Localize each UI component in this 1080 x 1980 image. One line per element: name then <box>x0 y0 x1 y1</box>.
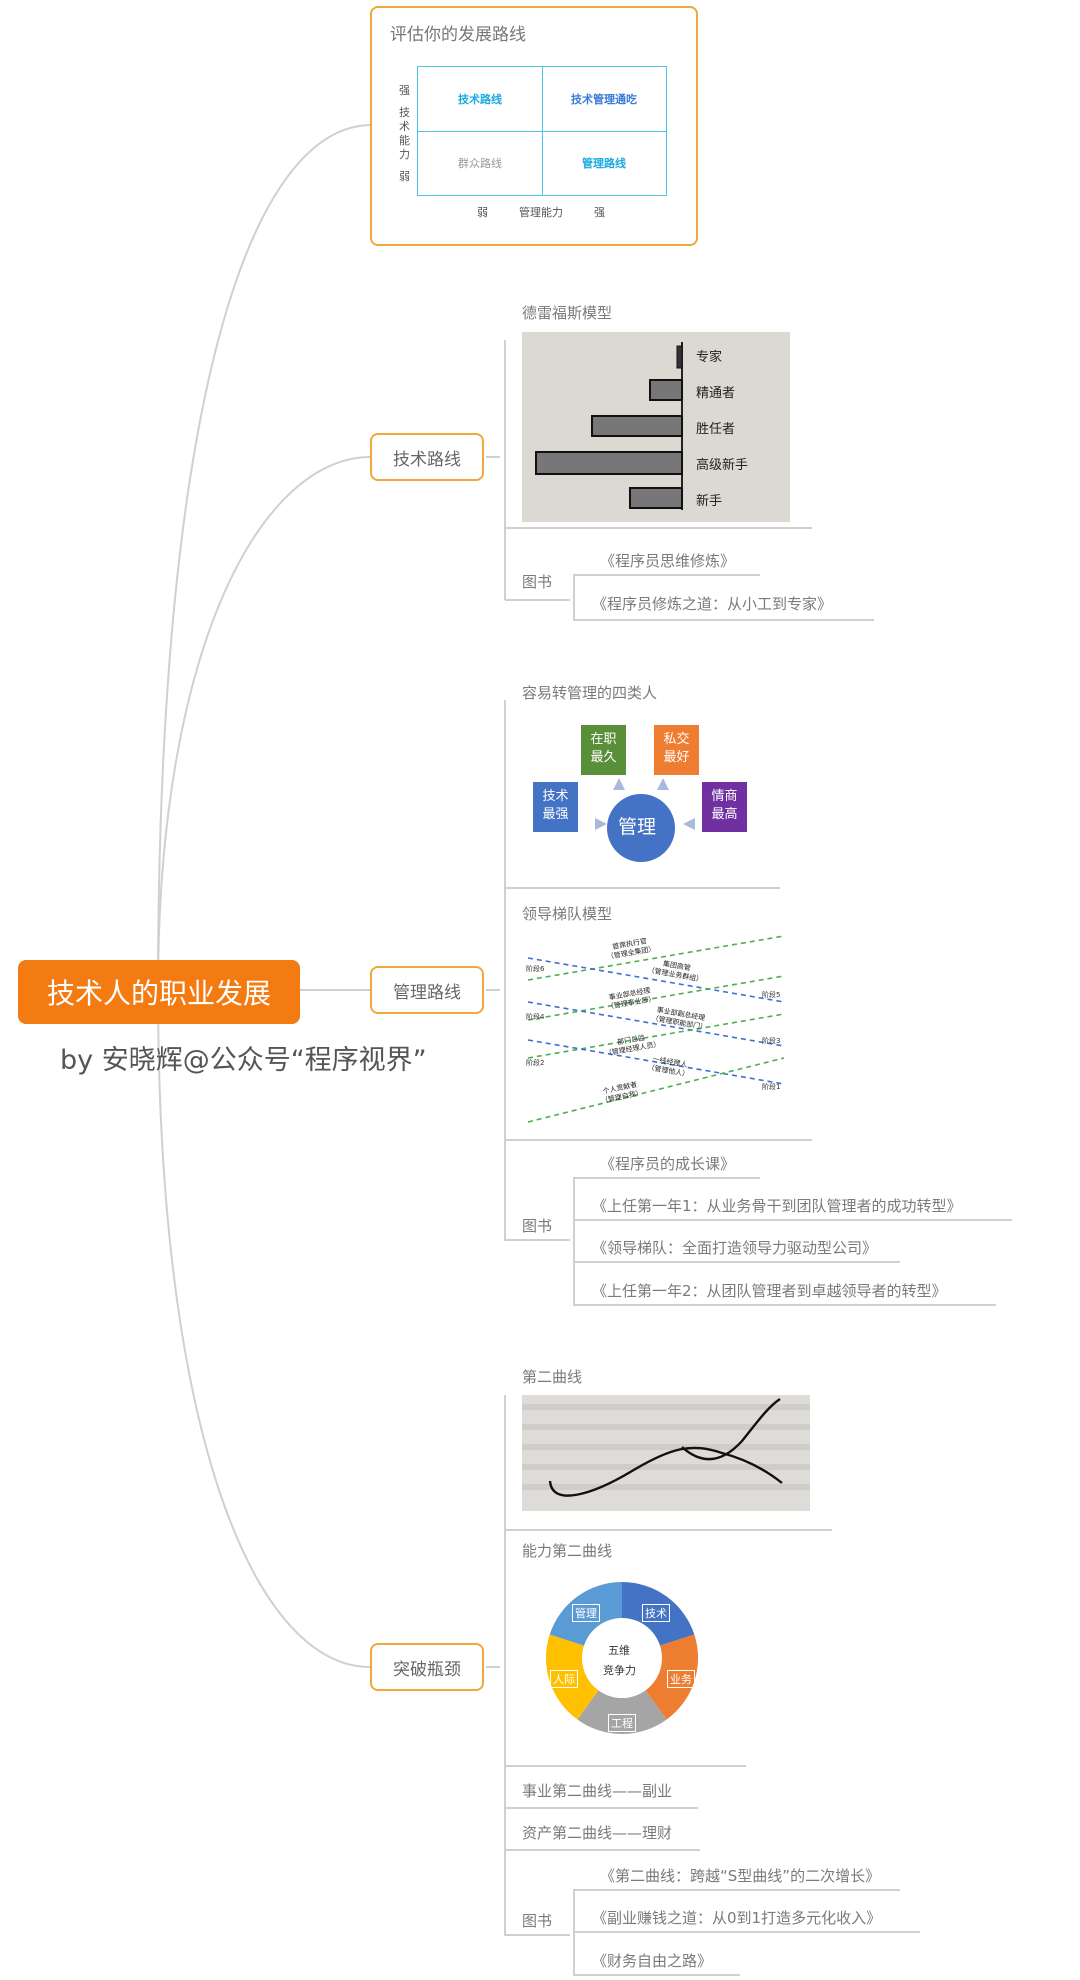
mgmt-book-1[interactable]: 《程序员的成长课》 <box>600 1155 736 1173</box>
quadrant-mass: 群众路线 <box>458 157 502 170</box>
ability-segment-interpersonal: 人际 <box>550 1670 578 1688</box>
dreyfus-level-competent: 胜任者 <box>696 422 736 437</box>
quadrant-tech: 技术路线 <box>458 93 502 106</box>
ability-segment-management: 管理 <box>572 1604 600 1622</box>
quadrant-grid: 技术路线 技术管理通吃 群众路线 管理路线 <box>417 66 667 196</box>
y-axis-label-3: 能 <box>399 134 410 147</box>
tech-books-label[interactable]: 图书 <box>522 573 553 591</box>
quadrant-both: 技术管理通吃 <box>571 93 637 106</box>
four-types-node-tech: 技术最强 <box>533 782 578 832</box>
career-second-curve[interactable]: 事业第二曲线——副业 <box>522 1782 673 1800</box>
mgmt-book-4[interactable]: 《上任第一年2：从团队管理者到卓越领导者的转型》 <box>592 1282 947 1300</box>
pipeline-left-phase-2: 阶段2 <box>526 1059 545 1067</box>
tech-book-1[interactable]: 《程序员思维修炼》 <box>600 552 736 570</box>
four-types-node-eq: 情商最高 <box>702 782 747 832</box>
asset-second-curve[interactable]: 资产第二曲线——理财 <box>522 1824 673 1842</box>
assessment-node[interactable]: 评估你的发展路线 强 技 术 能 力 弱 技术路线 技术管理通吃 群众路线 管理… <box>370 6 698 246</box>
four-types-node-tenure: 在职最久 <box>581 725 626 775</box>
second-curve-photo <box>522 1395 810 1511</box>
four-types-title: 容易转管理的四类人 <box>522 684 658 702</box>
branch-tech-route-label: 技术路线 <box>393 449 461 470</box>
author-byline: by 安晓辉@公众号“程序视界” <box>60 1045 427 1076</box>
mgmt-book-3[interactable]: 《领导梯队：全面打造领导力驱动型公司》 <box>592 1239 878 1257</box>
x-axis-strong: 强 <box>594 206 605 219</box>
connector-root-breakthrough <box>157 989 371 1668</box>
x-axis-weak: 弱 <box>477 206 488 219</box>
branch-breakthrough-label: 突破瓶颈 <box>393 1659 461 1680</box>
connector-root-assessment <box>157 124 371 991</box>
pipeline-right-phase-5: 阶段5 <box>762 991 781 999</box>
y-axis-weak: 弱 <box>399 170 410 183</box>
four-types-diagram <box>595 778 695 862</box>
pipeline-right-phase-3: 阶段3 <box>762 1037 781 1045</box>
breakthrough-book-1[interactable]: 《第二曲线：跨越“S型曲线”的二次增长》 <box>600 1867 881 1885</box>
dreyfus-photo: 专家 精通者 胜任者 高级新手 新手 <box>522 332 790 522</box>
branch-mgmt-route[interactable]: 管理路线 <box>370 966 484 1014</box>
pipeline-diagram <box>527 935 785 1123</box>
dreyfus-level-proficient: 精通者 <box>696 386 736 401</box>
mgmt-books-label[interactable]: 图书 <box>522 1217 553 1235</box>
connector-root-tech <box>157 456 371 991</box>
breakthrough-book-2[interactable]: 《副业赚钱之道：从0到1打造多元化收入》 <box>592 1909 882 1927</box>
branch-breakthrough[interactable]: 突破瓶颈 <box>370 1643 484 1691</box>
four-types-node-relationship: 私交最好 <box>654 725 699 775</box>
four-types-center: 管理 <box>618 816 657 838</box>
branch-mgmt-route-label: 管理路线 <box>393 982 461 1003</box>
ability-segment-engineering: 工程 <box>608 1714 636 1732</box>
x-axis-label: 管理能力 <box>519 206 563 219</box>
breakthrough-books-label[interactable]: 图书 <box>522 1912 553 1930</box>
dreyfus-level-novice: 新手 <box>696 494 723 509</box>
y-axis-label-1: 技 <box>399 106 410 119</box>
root-title: 技术人的职业发展 <box>46 977 271 1010</box>
quadrant-mgmt: 管理路线 <box>582 157 626 170</box>
dreyfus-sketch <box>522 332 790 522</box>
pipeline-left-phase-4: 阶段4 <box>526 1013 545 1021</box>
pipeline-left-phase-6: 阶段6 <box>526 965 545 973</box>
dreyfus-title: 德雷福斯模型 <box>522 304 613 322</box>
assessment-title: 评估你的发展路线 <box>390 25 526 45</box>
dreyfus-level-expert: 专家 <box>696 350 723 365</box>
pipeline-right-phase-1: 阶段1 <box>762 1083 781 1091</box>
ability-segment-business: 业务 <box>667 1670 695 1688</box>
ability-center-1: 五维 <box>608 1644 630 1657</box>
ability-center-2: 竞争力 <box>603 1664 636 1677</box>
pipeline-title: 领导梯队模型 <box>522 905 613 923</box>
y-axis-label-2: 术 <box>399 120 410 133</box>
dreyfus-level-advanced-beginner: 高级新手 <box>696 458 749 473</box>
mgmt-book-2[interactable]: 《上任第一年1：从业务骨干到团队管理者的成功转型》 <box>592 1197 962 1215</box>
ability-curve-title: 能力第二曲线 <box>522 1542 613 1560</box>
root-node[interactable]: 技术人的职业发展 <box>18 960 300 1024</box>
second-curve-title: 第二曲线 <box>522 1368 583 1386</box>
y-axis-strong: 强 <box>399 84 410 97</box>
breakthrough-book-3[interactable]: 《财务自由之路》 <box>592 1952 713 1970</box>
tech-book-2[interactable]: 《程序员修炼之道：从小工到专家》 <box>592 595 833 613</box>
ability-segment-tech: 技术 <box>642 1604 670 1622</box>
y-axis-label-4: 力 <box>399 148 410 161</box>
branch-tech-route[interactable]: 技术路线 <box>370 433 484 481</box>
ability-donut <box>545 1582 699 1735</box>
second-curve-sketch <box>522 1398 810 1497</box>
